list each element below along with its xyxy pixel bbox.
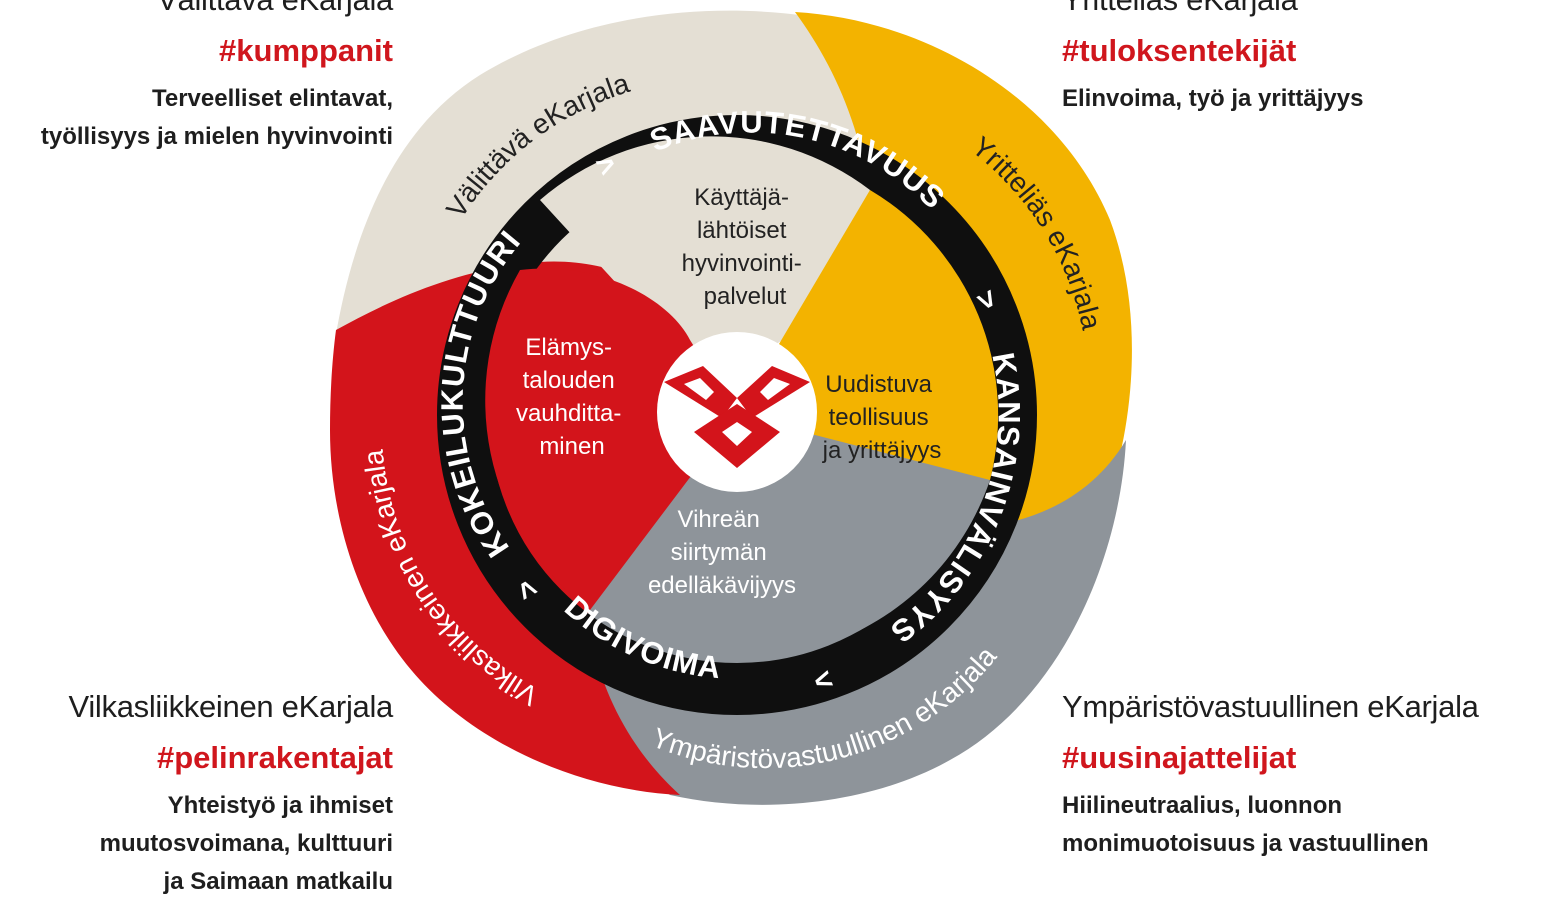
inner-line: Elämys-	[525, 334, 612, 361]
corner-ymparistovastuullinen: Ympäristövastuullinen eKarjala #uusinaja…	[1062, 691, 1479, 863]
inner-line: minen	[539, 433, 604, 460]
corner-description-line: Yhteistyö ja ihmiset	[167, 792, 393, 819]
corner-description-line: muutosvoimana, kulttuuri	[99, 830, 393, 857]
inner-line: ja yrittäjyys	[822, 437, 942, 464]
corner-hashtag: #pelinrakentajat	[156, 740, 393, 775]
corner-description-line: Hiilineutraalius, luonnon	[1062, 792, 1343, 819]
corner-hashtag: #uusinajattelijat	[1062, 740, 1297, 775]
inner-line: Uudistuva	[825, 371, 932, 398]
inner-beige	[540, 136, 870, 415]
corner-description-line: Terveelliset elintavat,	[151, 85, 393, 112]
corner-valittava: Välittävä eKarjala #kumppanit Terveellis…	[41, 0, 393, 156]
corner-description-line: työllisyys ja mielen hyvinvointi	[40, 123, 393, 150]
corner-title: Vilkasliikkeinen eKarjala	[68, 689, 394, 724]
inner-line: palvelut	[704, 283, 787, 310]
inner-line: hyvinvointi-	[682, 250, 802, 277]
corner-title: Ympäristövastuullinen eKarjala	[1062, 689, 1479, 724]
corner-yrittelias: Yritteliäs eKarjala #tuloksentekijät Eli…	[1062, 0, 1363, 118]
corner-description-line: Elinvoima, työ ja yrittäjyys	[1062, 85, 1364, 112]
corner-description: Hiilineutraalius, luonnon monimuotoisuus…	[1062, 787, 1479, 863]
inner-line: talouden	[523, 367, 615, 394]
inner-text-elamys: Elämys- talouden vauhditta- minen	[516, 334, 628, 460]
inner-line: vauhditta-	[516, 400, 621, 427]
inner-line: teollisuus	[829, 404, 929, 431]
corner-hashtag: #tuloksentekijät	[1062, 33, 1297, 68]
corner-hashtag: #kumppanit	[219, 33, 393, 68]
corner-description: Terveelliset elintavat, työllisyys ja mi…	[41, 80, 393, 156]
corner-description: Elinvoima, työ ja yrittäjyys	[1062, 80, 1363, 118]
inner-line: lähtöiset	[697, 217, 787, 244]
inner-line: edelläkävijyys	[648, 572, 796, 599]
corner-description: Yhteistyö ja ihmiset muutosvoimana, kult…	[69, 787, 393, 901]
inner-line: siirtymän	[671, 539, 767, 566]
inner-text-kayttaja: Käyttäjä- lähtöiset hyvinvointi- palvelu…	[682, 184, 809, 310]
inner-text-vihrea: Vihreän siirtymän edelläkävijyys	[648, 506, 796, 599]
inner-line: Vihreän	[678, 506, 760, 533]
corner-title: Yritteliäs eKarjala	[1062, 0, 1363, 15]
corner-description-line: monimuotoisuus ja vastuullinen	[1062, 830, 1429, 857]
inner-text-uudistuva: Uudistuva teollisuus ja yrittäjyys	[822, 371, 942, 464]
logo-icon	[664, 366, 810, 468]
corner-title: Välittävä eKarjala	[41, 0, 393, 15]
inner-red	[485, 268, 737, 610]
inner-line: Käyttäjä-	[694, 184, 789, 211]
corner-description-line: ja Saimaan matkailu	[163, 868, 393, 895]
corner-vilkasliikkeinen: Vilkasliikkeinen eKarjala #pelinrakentaj…	[69, 691, 394, 901]
